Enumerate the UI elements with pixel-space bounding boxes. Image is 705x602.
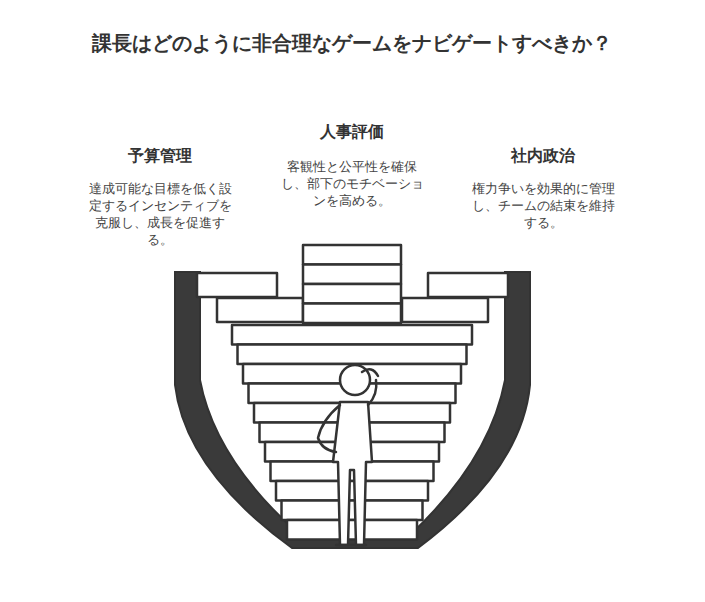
- section-description: 客観性と公平性を確保し、部下のモチベーションを高める。: [277, 158, 427, 209]
- stairs: [197, 245, 508, 540]
- stair-step: [197, 273, 277, 297]
- stair-step: [287, 520, 417, 540]
- stair-step: [232, 325, 472, 345]
- stair-step: [303, 284, 401, 304]
- diagram-title: 課長はどのように非合理なゲームをナビゲートすべきか？: [7, 30, 697, 57]
- stair-step: [238, 345, 467, 365]
- stair-step: [276, 481, 428, 501]
- section-description: 達成可能な目標を低く設定するインセンティブを克服し、成長を促進する。: [84, 180, 236, 248]
- stair-step: [303, 265, 401, 285]
- stair-step: [303, 304, 401, 324]
- section-heading: 社内政治: [463, 146, 623, 167]
- stair-step: [282, 501, 423, 521]
- stair-step: [303, 245, 401, 265]
- section-description: 権力争いを効果的に管理し、チームの結束を維持する。: [467, 180, 619, 231]
- stair-step: [428, 273, 508, 297]
- stair-step: [217, 298, 303, 322]
- section-heading: 予算管理: [80, 146, 240, 167]
- funnel-wall: [175, 272, 530, 548]
- stair-step: [402, 298, 488, 322]
- person-figure: [318, 365, 378, 545]
- section-heading: 人事評価: [272, 122, 432, 143]
